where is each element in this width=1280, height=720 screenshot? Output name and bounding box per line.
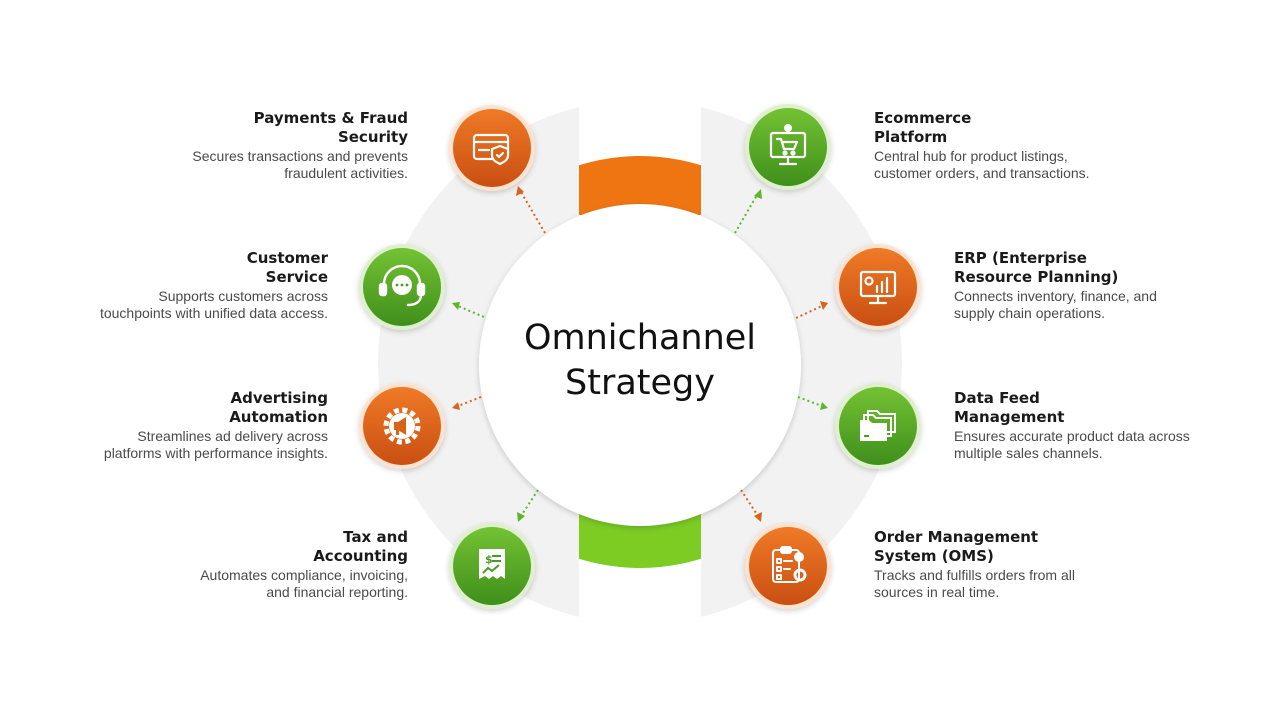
megaphone-gear-icon — [383, 407, 421, 445]
top-orange-arc — [579, 156, 701, 215]
node-tax: $ — [449, 523, 535, 609]
connectors — [452, 186, 828, 522]
connector-ecommerce — [734, 194, 758, 234]
connector-tax-arrow — [517, 512, 525, 522]
connector-tax — [520, 489, 539, 517]
connector-oms — [740, 489, 759, 517]
invoice-chart-icon: $ — [479, 549, 505, 579]
node-advertising — [359, 383, 445, 469]
tax-description: Automates compliance, invoicing,and fina… — [200, 567, 408, 600]
node-erp — [835, 244, 921, 330]
connector-customer-service-arrow — [452, 302, 460, 310]
ecommerce-description: Central hub for product listings,custome… — [874, 148, 1090, 181]
connector-data-feed — [797, 396, 823, 407]
clipboard-checklist-icon — [772, 546, 807, 583]
node-payments — [449, 105, 535, 191]
connector-advertising — [457, 396, 482, 407]
node-oms — [745, 523, 831, 609]
center-title-line-1: Omnichannel — [523, 318, 757, 358]
credit-card-shield-icon — [472, 133, 510, 166]
center-title: Omnichannel Strategy — [480, 316, 800, 406]
connector-data-feed-arrow — [820, 402, 828, 410]
center-circle — [479, 204, 801, 526]
connector-erp-arrow — [820, 301, 828, 310]
connector-oms-arrow — [754, 512, 762, 522]
headset-chat-icon — [378, 264, 426, 307]
folders-icon — [860, 410, 896, 441]
connector-ecommerce-arrow — [754, 189, 762, 199]
connector-advertising-arrow — [452, 402, 460, 410]
node-customer-service — [359, 244, 445, 330]
center-title-line-2: Strategy — [565, 363, 715, 403]
monitor-cart-icon — [769, 124, 807, 166]
node-data-feed — [835, 383, 921, 469]
node-ecommerce — [745, 104, 831, 190]
connector-payments-arrow — [516, 186, 524, 196]
bottom-green-arc — [579, 512, 701, 568]
outer-ring — [378, 107, 902, 617]
svg-text:$: $ — [485, 553, 493, 566]
monitor-analytics-icon — [859, 270, 897, 305]
